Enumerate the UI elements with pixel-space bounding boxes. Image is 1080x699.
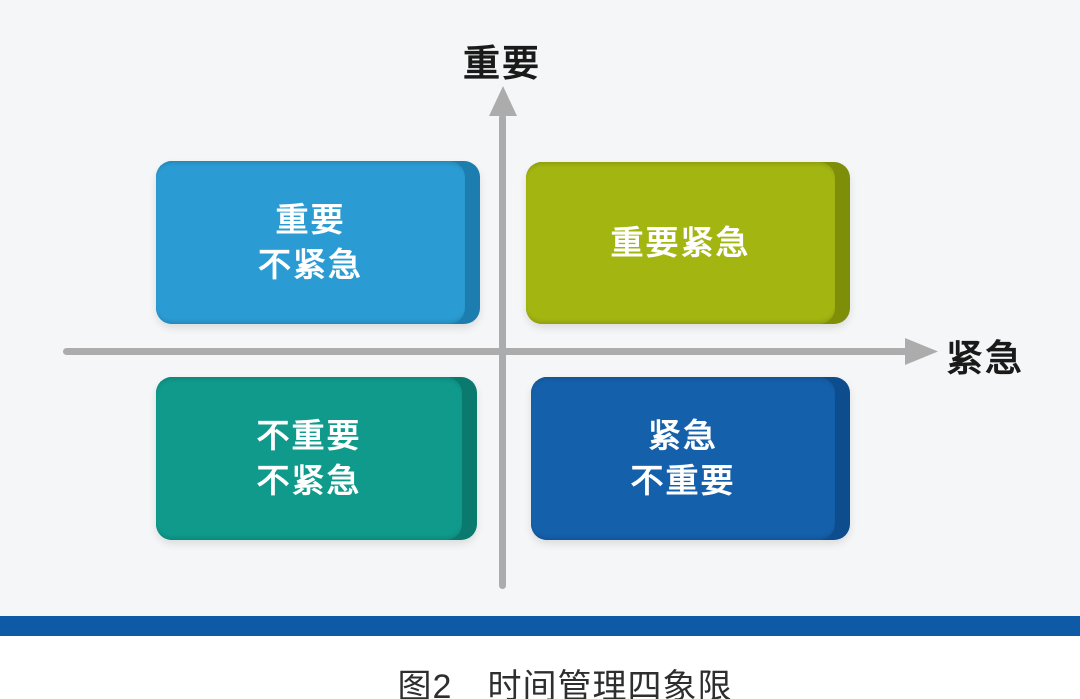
quadrant-face: 紧急 不重要 [531, 377, 835, 540]
quadrant-label-line: 不重要 [256, 416, 362, 454]
quadrant-important-not-urgent: 重要 不紧急 [156, 161, 480, 324]
quadrant-urgent-not-important: 紧急 不重要 [531, 377, 850, 540]
quadrant-label-line: 重要 [275, 200, 346, 238]
quadrant-face: 重要 不紧急 [156, 161, 465, 324]
quadrant-label-line: 重要紧急 [610, 223, 751, 261]
quadrant-label-line: 紧急 [648, 416, 718, 454]
quadrant-not-important-not-urgent: 不重要 不紧急 [156, 377, 477, 540]
quadrant-label-line: 不紧急 [258, 245, 363, 283]
quadrant-face: 不重要 不紧急 [156, 377, 462, 540]
y-axis-label: 重要 [463, 43, 541, 84]
figure-caption: 图2 时间管理四象限 [397, 668, 733, 699]
quadrant-label-line: 不重要 [630, 461, 736, 499]
up-arrow-icon [489, 86, 517, 116]
quadrant-label-line: 不紧急 [256, 461, 362, 499]
quadrant-important-urgent: 重要紧急 [526, 162, 850, 324]
x-axis-line [63, 348, 908, 355]
caption-area [0, 636, 1080, 699]
divider-bar [0, 616, 1080, 636]
right-arrow-icon [905, 338, 938, 365]
quadrant-face: 重要紧急 [526, 162, 835, 324]
x-axis-label: 紧急 [946, 338, 1024, 379]
